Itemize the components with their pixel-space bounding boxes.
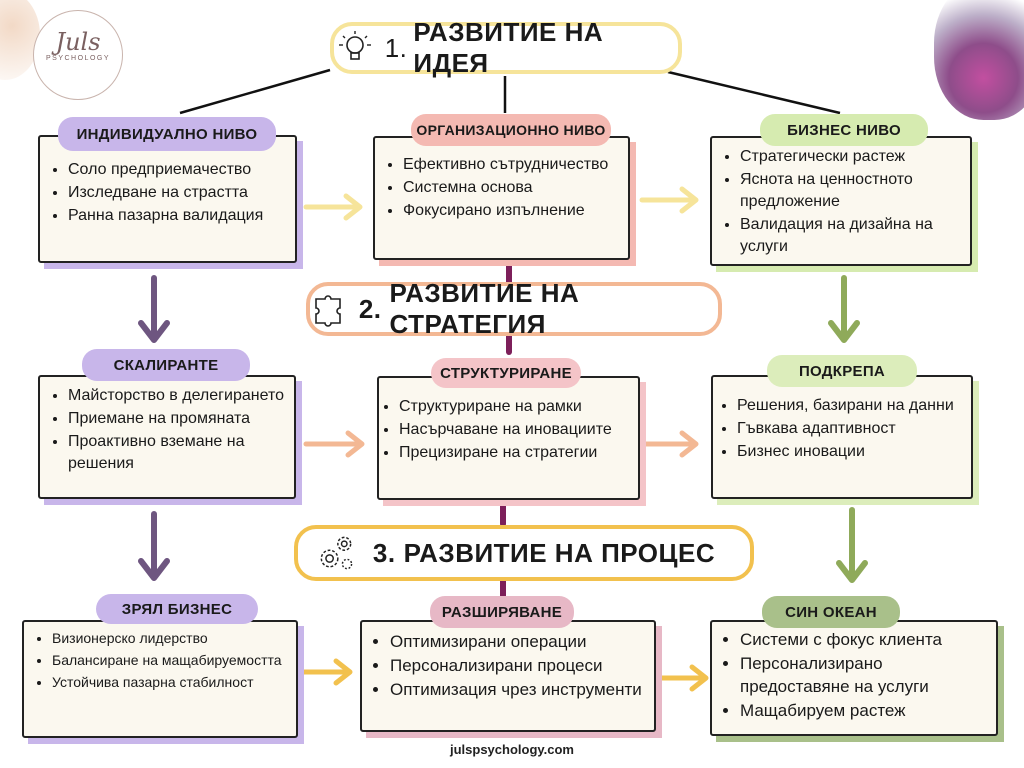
phase-3-title: РАЗВИТИЕ НА ПРОЦЕС bbox=[403, 537, 716, 568]
arrow-right-row3-b bbox=[657, 664, 709, 692]
panel-title-tab: ПОДКРЕПА bbox=[767, 355, 917, 387]
panel-card: Соло предприемачество Изследване на стра… bbox=[38, 135, 297, 263]
panel-card: Системи с фокус клиента Персонализирано … bbox=[710, 620, 998, 736]
panel-list: Оптимизирани операции Персонализирани пр… bbox=[370, 630, 648, 702]
logo-script-text: Juls bbox=[55, 28, 101, 56]
panel-card: Решения, базирани на данни Гъвкава адапт… bbox=[711, 375, 973, 499]
panel-list: Структуриране на рамки Насърчаване на ин… bbox=[379, 396, 632, 465]
panel-title-tab: ИНДИВИДУАЛНО НИВО bbox=[58, 117, 276, 151]
panel-organizational-level: Ефективно сътрудничество Системна основа… bbox=[373, 114, 636, 266]
phase-1-number: 1. bbox=[384, 32, 408, 63]
list-item: Решения, базирани на данни bbox=[737, 395, 965, 417]
phase-3-number: 3. bbox=[372, 537, 396, 568]
logo-subtitle: PSYCHOLOGY bbox=[45, 55, 110, 62]
list-item: Бизнес иновации bbox=[737, 441, 965, 463]
panel-business-level: Стратегически растеж Яснота на ценностно… bbox=[710, 114, 978, 272]
list-item: Системна основа bbox=[403, 177, 622, 199]
panel-title-tab: ЗРЯЛ БИЗНЕС bbox=[96, 594, 258, 624]
list-item: Ефективно сътрудничество bbox=[403, 154, 622, 176]
panel-title-tab: СИН ОКЕАН bbox=[762, 596, 900, 628]
phase-banner-3: 3. РАЗВИТИЕ НА ПРОЦЕС bbox=[294, 525, 754, 581]
arrow-down-right-1 bbox=[828, 275, 860, 343]
panel-card: Майсторство в делегирането Приемане на п… bbox=[38, 375, 296, 499]
arrow-right-row3-a bbox=[301, 658, 353, 686]
list-item: Оптимизирани операции bbox=[390, 630, 648, 653]
panel-expansion: Оптимизирани операции Персонализирани пр… bbox=[360, 596, 662, 738]
panel-scaling: Майсторство в делегирането Приемане на п… bbox=[38, 349, 302, 505]
list-item: Фокусирано изпълнение bbox=[403, 200, 622, 222]
panel-list: Ефективно сътрудничество Системна основа… bbox=[383, 154, 622, 223]
arrow-right-row1-a bbox=[303, 193, 363, 221]
panel-list: Решения, базирани на данни Гъвкава адапт… bbox=[717, 395, 965, 464]
panel-individual-level: Соло предприемачество Изследване на стра… bbox=[38, 117, 303, 269]
panel-mature-business: Визионерско лидерство Балансиране на мащ… bbox=[22, 594, 304, 744]
list-item: Изследване на страстта bbox=[68, 182, 289, 204]
phase-banner-1: 1. РАЗВИТИЕ НА ИДЕЯ bbox=[330, 17, 682, 78]
arrow-down-left-1 bbox=[138, 275, 170, 343]
list-item: Визионерско лидерство bbox=[52, 628, 290, 649]
panel-title-tab: СТРУКТУРИРАНЕ bbox=[431, 358, 581, 388]
puzzle-icon bbox=[310, 287, 351, 331]
arrow-down-right-2 bbox=[836, 507, 868, 583]
phase-1-title: РАЗВИТИЕ НА ИДЕЯ bbox=[413, 17, 604, 78]
list-item: Яснота на ценностното предложение bbox=[740, 169, 964, 213]
juls-psychology-logo: Juls PSYCHOLOGY bbox=[33, 10, 123, 100]
panel-card: Стратегически растеж Яснота на ценностно… bbox=[710, 136, 972, 266]
panel-list: Соло предприемачество Изследване на стра… bbox=[48, 159, 289, 228]
tree-line-right bbox=[667, 70, 841, 115]
panel-title-tab: БИЗНЕС НИВО bbox=[760, 114, 928, 146]
list-item: Майсторство в делегирането bbox=[68, 385, 288, 407]
panel-card: Оптимизирани операции Персонализирани пр… bbox=[360, 620, 656, 732]
phase-banner-2: 2. РАЗВИТИЕ НА СТРАТЕГИЯ bbox=[306, 278, 722, 339]
list-item: Балансиране на мащабируемостта bbox=[52, 650, 290, 671]
panel-list: Стратегически растеж Яснота на ценностно… bbox=[720, 146, 964, 259]
gears-icon bbox=[314, 531, 358, 575]
panel-structuring: Структуриране на рамки Насърчаване на ин… bbox=[377, 358, 646, 506]
list-item: Приемане на промяната bbox=[68, 408, 288, 430]
panel-blue-ocean: Системи с фокус клиента Персонализирано … bbox=[710, 596, 1004, 742]
panel-support: Решения, базирани на данни Гъвкава адапт… bbox=[711, 355, 979, 505]
list-item: Стратегически растеж bbox=[740, 146, 964, 168]
list-item: Персонализирани процеси bbox=[390, 654, 648, 677]
phase-2-number: 2. bbox=[358, 293, 382, 324]
panel-list: Визионерско лидерство Балансиране на мащ… bbox=[32, 628, 290, 694]
decorative-watercolor-top-right bbox=[934, 0, 1024, 120]
list-item: Персонализирано предоставяне на услуги bbox=[740, 652, 990, 698]
list-item: Оптимизация чрез инструменти bbox=[390, 678, 648, 701]
panel-list: Майсторство в делегирането Приемане на п… bbox=[48, 385, 288, 476]
list-item: Соло предприемачество bbox=[68, 159, 289, 181]
list-item: Мащабируем растеж bbox=[740, 699, 990, 722]
arrow-right-row2-a bbox=[303, 430, 365, 458]
list-item: Устойчива пазарна стабилност bbox=[52, 672, 290, 693]
footer-website[interactable]: julspsychology.com bbox=[449, 742, 574, 757]
arrow-down-left-2 bbox=[138, 511, 170, 581]
list-item: Системи с фокус клиента bbox=[740, 628, 990, 651]
arrow-right-row2-b bbox=[639, 430, 699, 458]
panel-card: Визионерско лидерство Балансиране на мащ… bbox=[22, 620, 298, 738]
phase-2-title: РАЗВИТИЕ НА СТРАТЕГИЯ bbox=[389, 278, 580, 339]
panel-title-tab: СКАЛИРАНТЕ bbox=[82, 349, 250, 381]
tree-line-left bbox=[179, 68, 331, 115]
panel-card: Ефективно сътрудничество Системна основа… bbox=[373, 136, 630, 260]
list-item: Насърчаване на иновациите bbox=[399, 419, 632, 441]
list-item: Ранна пазарна валидация bbox=[68, 205, 289, 227]
lightbulb-icon bbox=[334, 26, 377, 70]
panel-title-tab: РАЗШИРЯВАНЕ bbox=[430, 596, 574, 628]
list-item: Прецизиране на стратегии bbox=[399, 442, 632, 464]
list-item: Проактивно вземане на решения bbox=[68, 431, 288, 475]
panel-card: Структуриране на рамки Насърчаване на ин… bbox=[377, 376, 640, 500]
list-item: Гъвкава адаптивност bbox=[737, 418, 965, 440]
list-item: Валидация на дизайна на услуги bbox=[740, 214, 964, 258]
list-item: Структуриране на рамки bbox=[399, 396, 632, 418]
panel-list: Системи с фокус клиента Персонализирано … bbox=[720, 628, 990, 723]
panel-title-tab: ОРГАНИЗАЦИОННО НИВО bbox=[411, 114, 611, 146]
arrow-right-row1-b bbox=[639, 186, 699, 214]
